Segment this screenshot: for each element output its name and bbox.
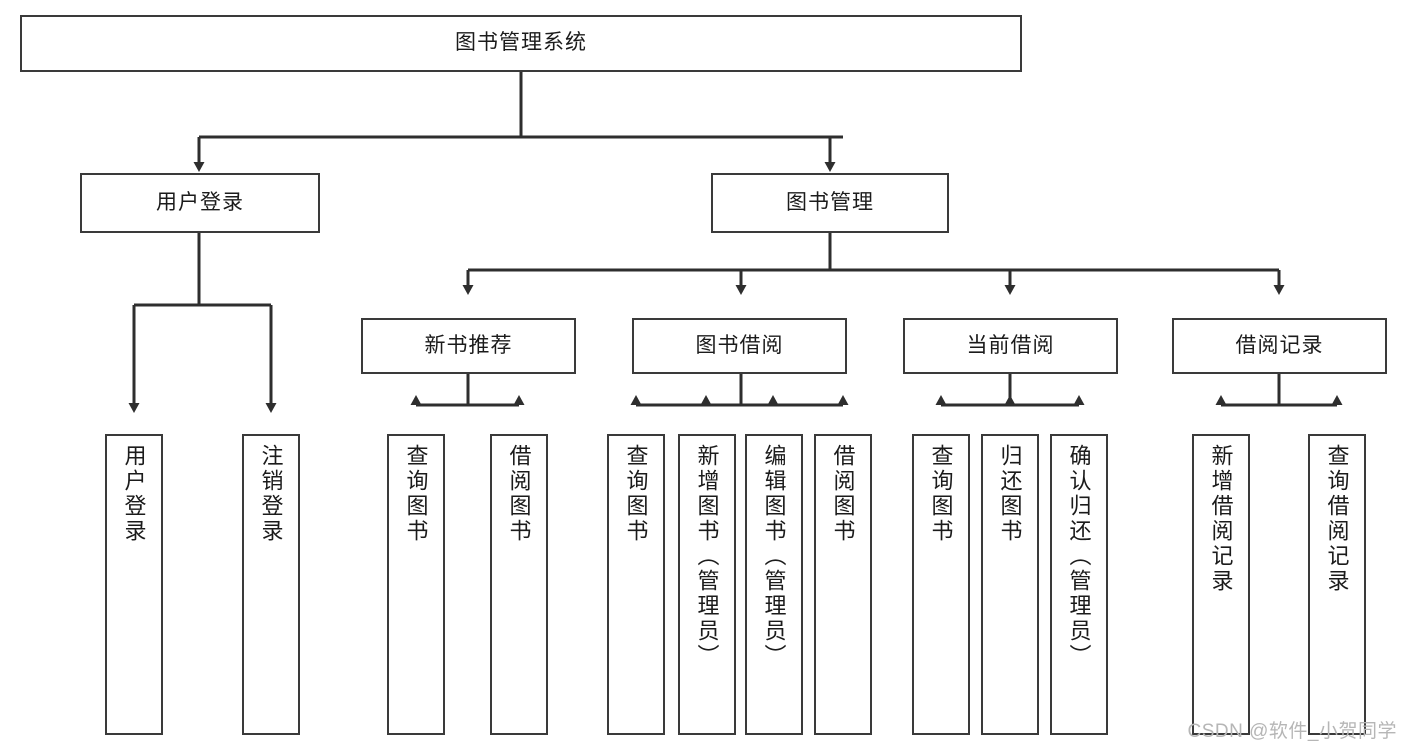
node-leaf-borrow-book-1[interactable]: 借阅图书 [490, 434, 548, 735]
node-leaf-add-book[interactable]: 新增图书（管理员） [678, 434, 736, 735]
node-new-book-recommend-label: 新书推荐 [424, 333, 513, 357]
node-leaf-user-login[interactable]: 用户登录 [105, 434, 163, 735]
node-book-borrow-label: 图书借阅 [695, 333, 784, 357]
node-leaf-borrow-book-2-label: 借阅图书 [830, 444, 856, 544]
node-root[interactable]: 图书管理系统 [20, 15, 1022, 72]
node-leaf-query-book-3[interactable]: 查询图书 [912, 434, 970, 735]
node-leaf-confirm-return[interactable]: 确认归还（管理员） [1050, 434, 1108, 735]
node-leaf-add-book-label: 新增图书（管理员） [694, 444, 720, 669]
node-leaf-query-book-1-label: 查询图书 [403, 444, 429, 544]
node-leaf-query-record-label: 查询借阅记录 [1324, 444, 1350, 594]
node-root-label: 图书管理系统 [455, 31, 587, 55]
node-leaf-query-book-1[interactable]: 查询图书 [387, 434, 445, 735]
node-user-login-label: 用户登录 [156, 190, 244, 214]
node-user-login[interactable]: 用户登录 [80, 173, 320, 233]
node-leaf-query-book-2[interactable]: 查询图书 [607, 434, 665, 735]
node-leaf-borrow-book-1-label: 借阅图书 [506, 444, 532, 544]
node-leaf-borrow-book-2[interactable]: 借阅图书 [814, 434, 872, 735]
node-book-management[interactable]: 图书管理 [711, 173, 949, 233]
node-new-book-recommend[interactable]: 新书推荐 [361, 318, 576, 374]
node-book-borrow[interactable]: 图书借阅 [632, 318, 847, 374]
node-leaf-add-record-label: 新增借阅记录 [1208, 444, 1234, 594]
node-leaf-edit-book[interactable]: 编辑图书（管理员） [745, 434, 803, 735]
node-leaf-edit-book-label: 编辑图书（管理员） [761, 444, 787, 669]
node-current-borrow[interactable]: 当前借阅 [903, 318, 1118, 374]
node-leaf-query-book-2-label: 查询图书 [623, 444, 649, 544]
node-leaf-user-login-label: 用户登录 [121, 444, 147, 544]
node-leaf-confirm-return-label: 确认归还（管理员） [1066, 444, 1092, 669]
node-borrow-record[interactable]: 借阅记录 [1172, 318, 1387, 374]
node-leaf-return-book[interactable]: 归还图书 [981, 434, 1039, 735]
node-leaf-logout-label: 注销登录 [258, 444, 284, 544]
csdn-watermark: CSDN @软件_小贺同学 [1187, 721, 1397, 742]
node-leaf-add-record[interactable]: 新增借阅记录 [1192, 434, 1250, 735]
node-book-management-label: 图书管理 [786, 190, 874, 214]
node-leaf-return-book-label: 归还图书 [997, 444, 1023, 544]
node-borrow-record-label: 借阅记录 [1235, 333, 1324, 357]
node-leaf-query-record[interactable]: 查询借阅记录 [1308, 434, 1366, 735]
node-leaf-logout[interactable]: 注销登录 [242, 434, 300, 735]
node-current-borrow-label: 当前借阅 [966, 333, 1055, 357]
node-leaf-query-book-3-label: 查询图书 [928, 444, 954, 544]
